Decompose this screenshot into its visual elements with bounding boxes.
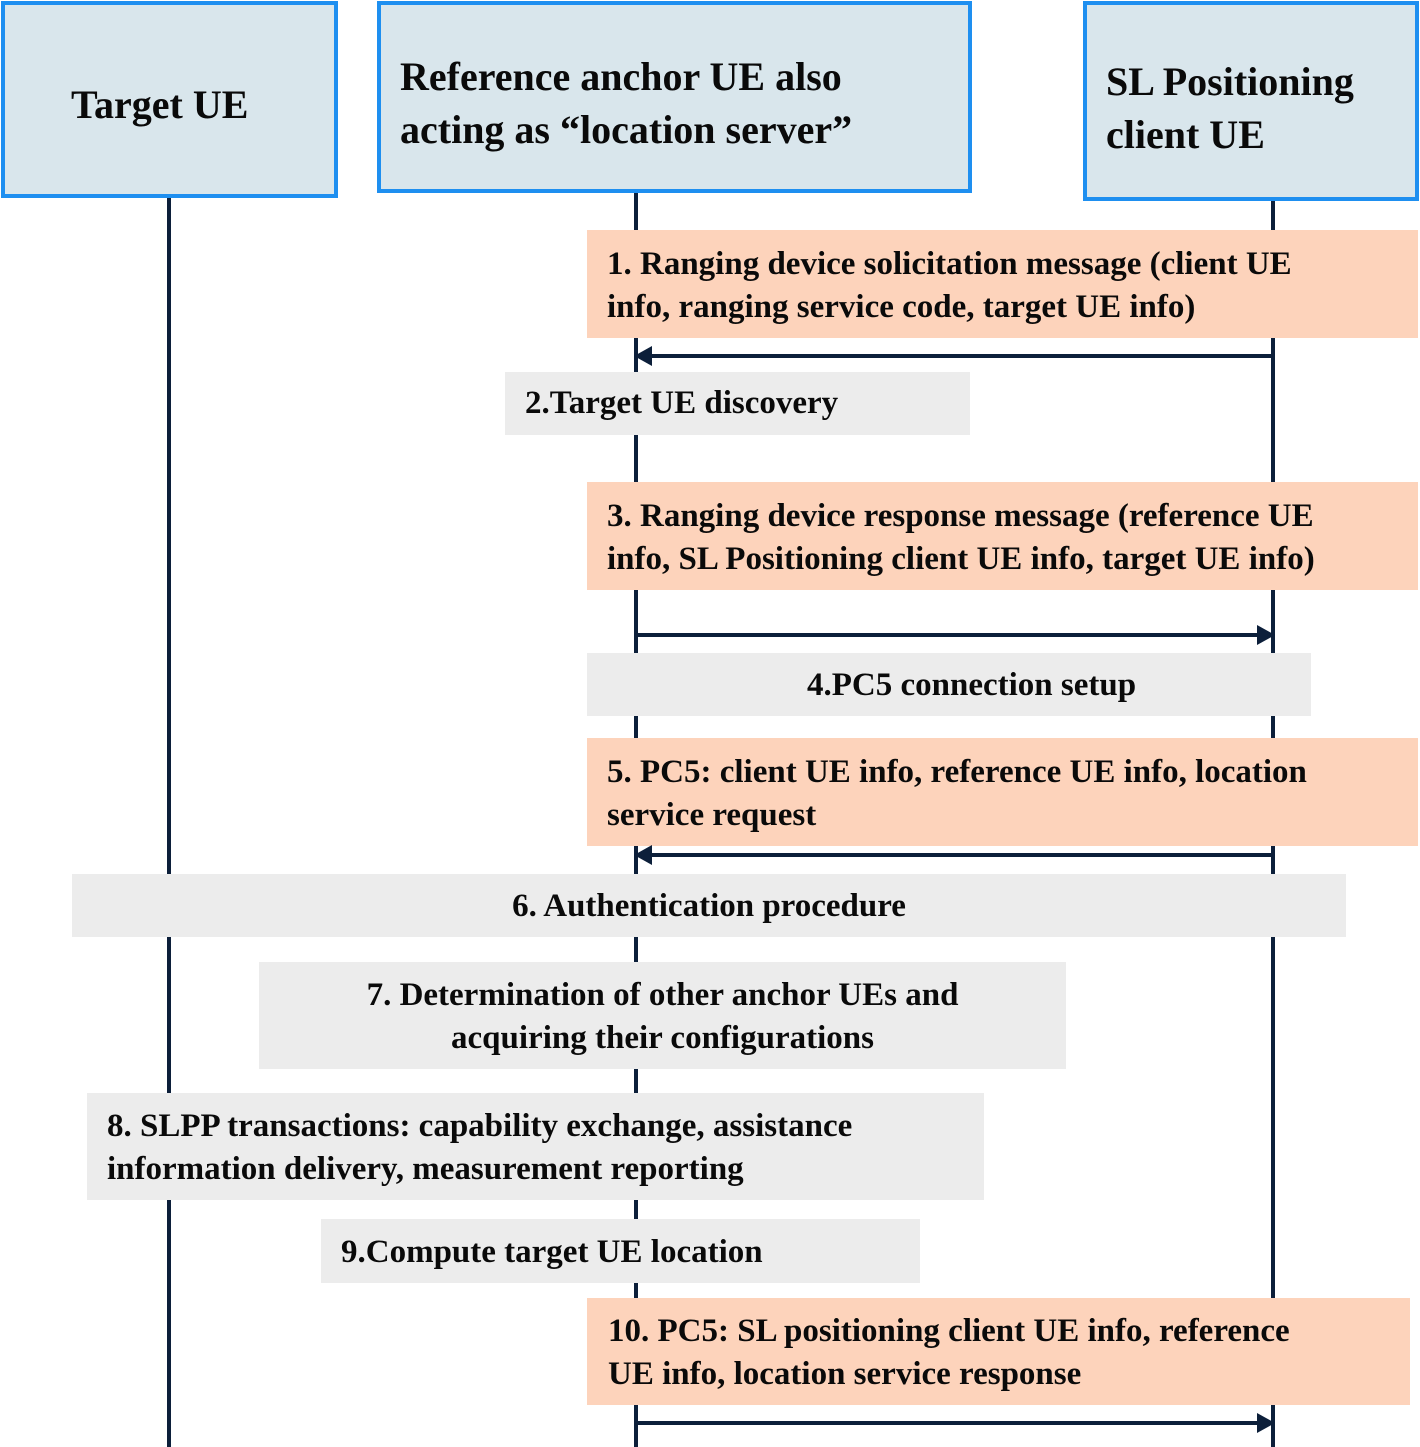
arrowhead-left-icon bbox=[634, 845, 652, 865]
step-5-message-box: 5. PC5: client UE info, reference UE inf… bbox=[587, 738, 1418, 846]
step-10-line2: UE info, location service response bbox=[608, 1356, 1082, 1392]
step-1-line2: info, ranging service code, target UE in… bbox=[607, 289, 1196, 325]
arrowhead-right-icon bbox=[1257, 625, 1275, 645]
step-1-message-box: 1. Ranging device solicitation message (… bbox=[587, 230, 1418, 338]
participant-target-ue: Target UE bbox=[1, 1, 338, 198]
arrowhead-left-icon bbox=[634, 346, 652, 366]
arrowhead-right-icon bbox=[1257, 1413, 1275, 1433]
participant-target-ue-label: Target UE bbox=[71, 82, 249, 127]
step-1-arrow bbox=[634, 346, 1273, 366]
step-3-message-box: 3. Ranging device response message (refe… bbox=[587, 482, 1418, 590]
step-7-line1: 7. Determination of other anchor UEs and bbox=[366, 977, 959, 1013]
step-4-label: 4.PC5 connection setup bbox=[807, 667, 1137, 703]
step-3-line1: 3. Ranging device response message (refe… bbox=[607, 498, 1314, 534]
step-6-label: 6. Authentication procedure bbox=[512, 888, 906, 924]
step-6-procedure-box: 6. Authentication procedure bbox=[72, 874, 1346, 937]
step-7-procedure-box: 7. Determination of other anchor UEs and… bbox=[259, 962, 1066, 1069]
participant-client-label-line1: SL Positioning bbox=[1106, 59, 1354, 104]
step-5-line1: 5. PC5: client UE info, reference UE inf… bbox=[607, 754, 1307, 790]
step-3-line2: info, SL Positioning client UE info, tar… bbox=[607, 541, 1315, 577]
step-4-procedure-box: 4.PC5 connection setup bbox=[587, 653, 1311, 716]
step-9-procedure-box: 9.Compute target UE location bbox=[321, 1219, 920, 1283]
step-2-label: 2.Target UE discovery bbox=[525, 385, 839, 421]
lifeline-target-ue bbox=[167, 194, 171, 1447]
participant-reference-anchor-ue: Reference anchor UE also acting as “loca… bbox=[377, 1, 972, 193]
participant-client-label-line2: client UE bbox=[1106, 112, 1265, 157]
step-7-line2: acquiring their configurations bbox=[451, 1020, 874, 1056]
participant-reference-label-line2: acting as “location server” bbox=[400, 107, 853, 152]
participant-sl-positioning-client-ue: SL Positioning client UE bbox=[1083, 1, 1419, 201]
step-5-line2: service request bbox=[607, 797, 817, 833]
step-3-arrow bbox=[636, 625, 1275, 645]
step-10-message-box: 10. PC5: SL positioning client UE info, … bbox=[587, 1298, 1410, 1405]
step-2-procedure-box: 2.Target UE discovery bbox=[505, 372, 970, 435]
step-8-line2: information delivery, measurement report… bbox=[107, 1151, 744, 1187]
step-10-arrow bbox=[636, 1413, 1275, 1433]
participant-reference-label-line1: Reference anchor UE also bbox=[400, 54, 842, 99]
step-8-procedure-box: 8. SLPP transactions: capability exchang… bbox=[87, 1093, 984, 1200]
step-9-label: 9.Compute target UE location bbox=[341, 1234, 763, 1270]
step-10-line1: 10. PC5: SL positioning client UE info, … bbox=[608, 1313, 1290, 1349]
step-1-line1: 1. Ranging device solicitation message (… bbox=[607, 246, 1292, 282]
step-5-arrow bbox=[634, 845, 1273, 865]
step-8-line1: 8. SLPP transactions: capability exchang… bbox=[107, 1108, 853, 1144]
